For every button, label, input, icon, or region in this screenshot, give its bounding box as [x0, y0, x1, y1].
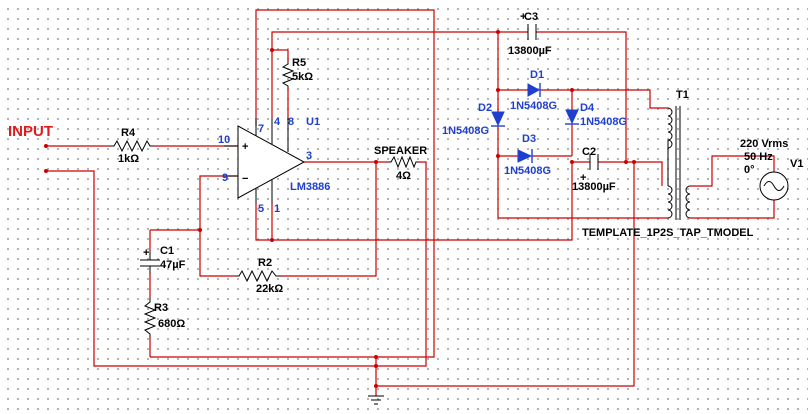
c2-ref-label: C2 [582, 146, 596, 158]
resistor-r2[interactable] [236, 269, 282, 283]
c2-plus-sign: + [580, 172, 586, 184]
opamp-ref-label: U1 [306, 116, 320, 128]
diode-d2[interactable] [491, 111, 505, 127]
v1-frequency-label: 50 Hz [744, 151, 773, 163]
diode-d1[interactable] [527, 83, 541, 97]
v1-ref-label: V1 [790, 158, 803, 170]
d1-part-label: 1N5408G [510, 100, 557, 112]
v1-phase-label: 0° [744, 164, 755, 176]
capacitor-c1[interactable] [140, 252, 160, 274]
opamp-pin-9: 9 [222, 172, 228, 184]
r4-ref-label: R4 [121, 127, 136, 139]
opamp-plus-sign: + [242, 141, 248, 153]
opamp-pin-4: 4 [274, 116, 281, 128]
r2-value-label: 22kΩ [256, 283, 283, 295]
opamp-pin-10: 10 [218, 134, 230, 146]
c1-ref-label: C1 [160, 245, 174, 257]
c3-plus-sign: + [520, 11, 526, 23]
capacitor-c2[interactable] [589, 154, 599, 170]
opamp-pin-8: 8 [288, 116, 294, 128]
d2-ref-label: D2 [478, 102, 492, 114]
opamp-u1[interactable] [224, 118, 306, 204]
c2-value-label: 13800µF [572, 181, 616, 193]
r2-ref-label: R2 [258, 257, 272, 269]
diode-d3[interactable] [517, 149, 533, 163]
input-terminal-signal[interactable] [44, 144, 48, 148]
wires [46, 9, 775, 396]
r3-value-label: 680Ω [158, 318, 185, 330]
r5-ref-label: R5 [292, 57, 306, 69]
d1-ref-label: D1 [530, 69, 544, 81]
d4-part-label: 1N5408G [580, 116, 627, 128]
r4-value-label: 1kΩ [118, 153, 139, 165]
diode-d4[interactable] [565, 109, 579, 125]
resistor-r5[interactable] [281, 62, 295, 88]
opamp-pin-3: 3 [306, 150, 312, 162]
r3-ref-label: R3 [154, 302, 168, 314]
input-label: INPUT [8, 123, 53, 140]
resistor-r3[interactable] [143, 298, 157, 338]
c1-plus-sign: + [143, 247, 149, 259]
ac-source-v1[interactable] [759, 171, 789, 201]
opamp-pin-7: 7 [258, 123, 264, 135]
d3-ref-label: D3 [522, 133, 536, 145]
junction-nodes [198, 30, 636, 388]
c1-value-label: 47µF [160, 259, 186, 271]
speaker-load[interactable] [388, 155, 418, 169]
speaker-ref-label: SPEAKER [374, 145, 427, 157]
opamp-part-label: LM3886 [290, 181, 330, 193]
d2-part-label: 1N5408G [442, 125, 489, 137]
opamp-pin-1: 1 [274, 203, 280, 215]
resistor-r4[interactable] [110, 139, 154, 153]
d4-ref-label: D4 [580, 102, 595, 114]
d3-part-label: 1N5408G [504, 165, 551, 177]
t1-model-label: TEMPLATE_1P2S_TAP_TMODEL [582, 227, 754, 239]
c3-value-label: 13800µF [508, 45, 552, 57]
ground-symbol[interactable] [368, 395, 384, 405]
opamp-pin-5: 5 [258, 203, 264, 215]
t1-ref-label: T1 [676, 89, 689, 101]
v1-amplitude-label: 220 Vrms [740, 138, 788, 150]
input-terminal-ground[interactable] [44, 169, 48, 173]
r5-value-label: 5kΩ [292, 71, 313, 83]
c3-ref-label: C3 [524, 11, 538, 23]
opamp-minus-sign: − [242, 173, 248, 185]
capacitor-c3[interactable] [527, 24, 537, 40]
speaker-value-label: 4Ω [396, 170, 411, 182]
transformer-t1[interactable] [667, 106, 691, 220]
